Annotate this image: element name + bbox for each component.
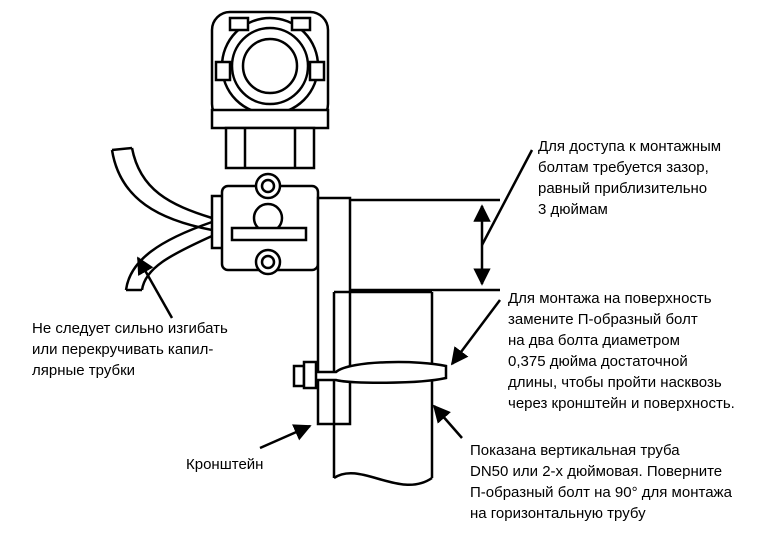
label-line: DN50 или 2-х дюймовая. Поверните bbox=[470, 463, 723, 480]
label-line: на два болта диаметром bbox=[508, 332, 680, 349]
label-pipe: Показана вертикальная труба DN50 или 2-х… bbox=[470, 440, 732, 524]
label-line: Для доступа к монтажным bbox=[538, 138, 722, 155]
label-line: Кронштейн bbox=[186, 456, 264, 473]
label-line: равный приблизительно bbox=[538, 180, 708, 197]
sensor-flange bbox=[210, 172, 320, 276]
label-surface-mount: Для монтажа на поверхность замените П-об… bbox=[508, 288, 735, 414]
clearance-dimension bbox=[350, 149, 534, 292]
label-bracket: Кронштейн bbox=[186, 454, 263, 475]
label-capillary: Не следует сильно изгибать или перекручи… bbox=[32, 318, 228, 381]
transmitter-housing bbox=[210, 10, 330, 130]
label-line: Не следует сильно изгибать bbox=[32, 320, 228, 337]
label-line: Для монтажа на поверхность bbox=[508, 290, 712, 307]
label-line: П-образный болт на 90° для монтажа bbox=[470, 484, 732, 501]
label-line: болтам требуется зазор, bbox=[538, 159, 709, 176]
label-line: 0,375 дюйма достаточной bbox=[508, 353, 688, 370]
u-bolt bbox=[292, 360, 448, 390]
label-line: замените П-образный болт bbox=[508, 311, 698, 328]
label-gap: Для доступа к монтажным болтам требуется… bbox=[538, 136, 721, 220]
capillary-tubes bbox=[110, 146, 213, 292]
label-line: длины, чтобы пройти насквозь bbox=[508, 374, 722, 391]
label-line: 3 дюймам bbox=[538, 201, 608, 218]
leader-arrows bbox=[136, 256, 501, 450]
label-line: через кронштейн и поверхность. bbox=[508, 395, 735, 412]
vertical-pipe bbox=[332, 290, 434, 486]
label-line: на горизонтальную трубу bbox=[470, 505, 646, 522]
transmitter-neck bbox=[224, 126, 316, 170]
label-line: Показана вертикальная труба bbox=[470, 442, 680, 459]
label-line: или перекручивать капил- bbox=[32, 341, 214, 358]
label-line: лярные трубки bbox=[32, 362, 136, 379]
